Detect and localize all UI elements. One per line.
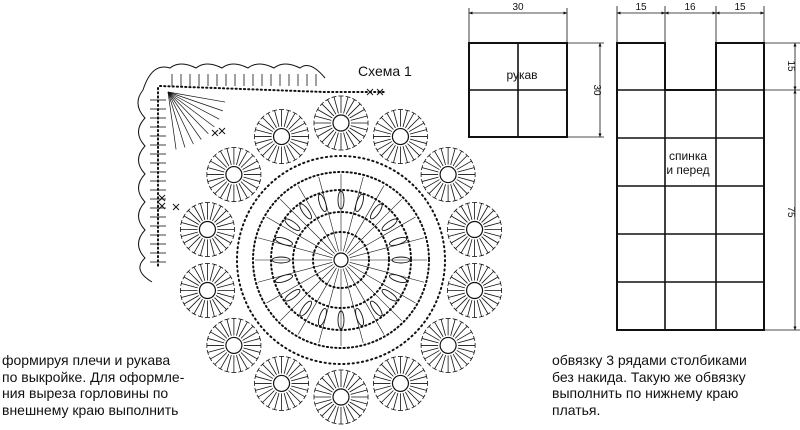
body-top-height-label: 15 xyxy=(785,60,796,72)
flower-motif xyxy=(180,202,235,257)
flower-motif xyxy=(447,202,502,257)
body-width-left-label: 15 xyxy=(635,2,647,13)
instruction-text-left: формируя плечи и рукава по выкройке. Для… xyxy=(2,352,185,418)
crochet-chart: Схема 1 xyxy=(137,63,502,425)
flower-motif xyxy=(313,369,369,425)
central-round-motif xyxy=(236,155,446,365)
sleeve-height-label: 30 xyxy=(591,84,602,96)
flower-motif xyxy=(373,356,428,411)
sleeve-pattern xyxy=(468,8,604,138)
instruction-text-right: обвязку 3 рядами столбиками без накида. … xyxy=(552,352,747,418)
flower-motif xyxy=(180,263,235,318)
body-bottom-height-label: 75 xyxy=(785,206,796,218)
flower-motif xyxy=(447,263,502,318)
flower-motif xyxy=(206,147,262,202)
flower-motifs xyxy=(180,95,502,425)
corner-filler-panel xyxy=(137,63,386,283)
flower-motif xyxy=(373,109,428,164)
flower-motif xyxy=(313,95,369,151)
flower-motif xyxy=(420,147,476,202)
flower-motif xyxy=(254,356,309,411)
flower-motif xyxy=(254,109,309,164)
sleeve-width-label: 30 xyxy=(512,2,524,13)
body-width-right-label: 15 xyxy=(734,2,746,13)
sleeve-label: рукав xyxy=(506,68,537,82)
body-pattern xyxy=(616,6,800,331)
scheme-title: Схема 1 xyxy=(358,63,412,79)
flower-motif xyxy=(420,318,476,373)
body-width-middle-label: 16 xyxy=(684,2,696,13)
flower-motif xyxy=(206,318,262,373)
